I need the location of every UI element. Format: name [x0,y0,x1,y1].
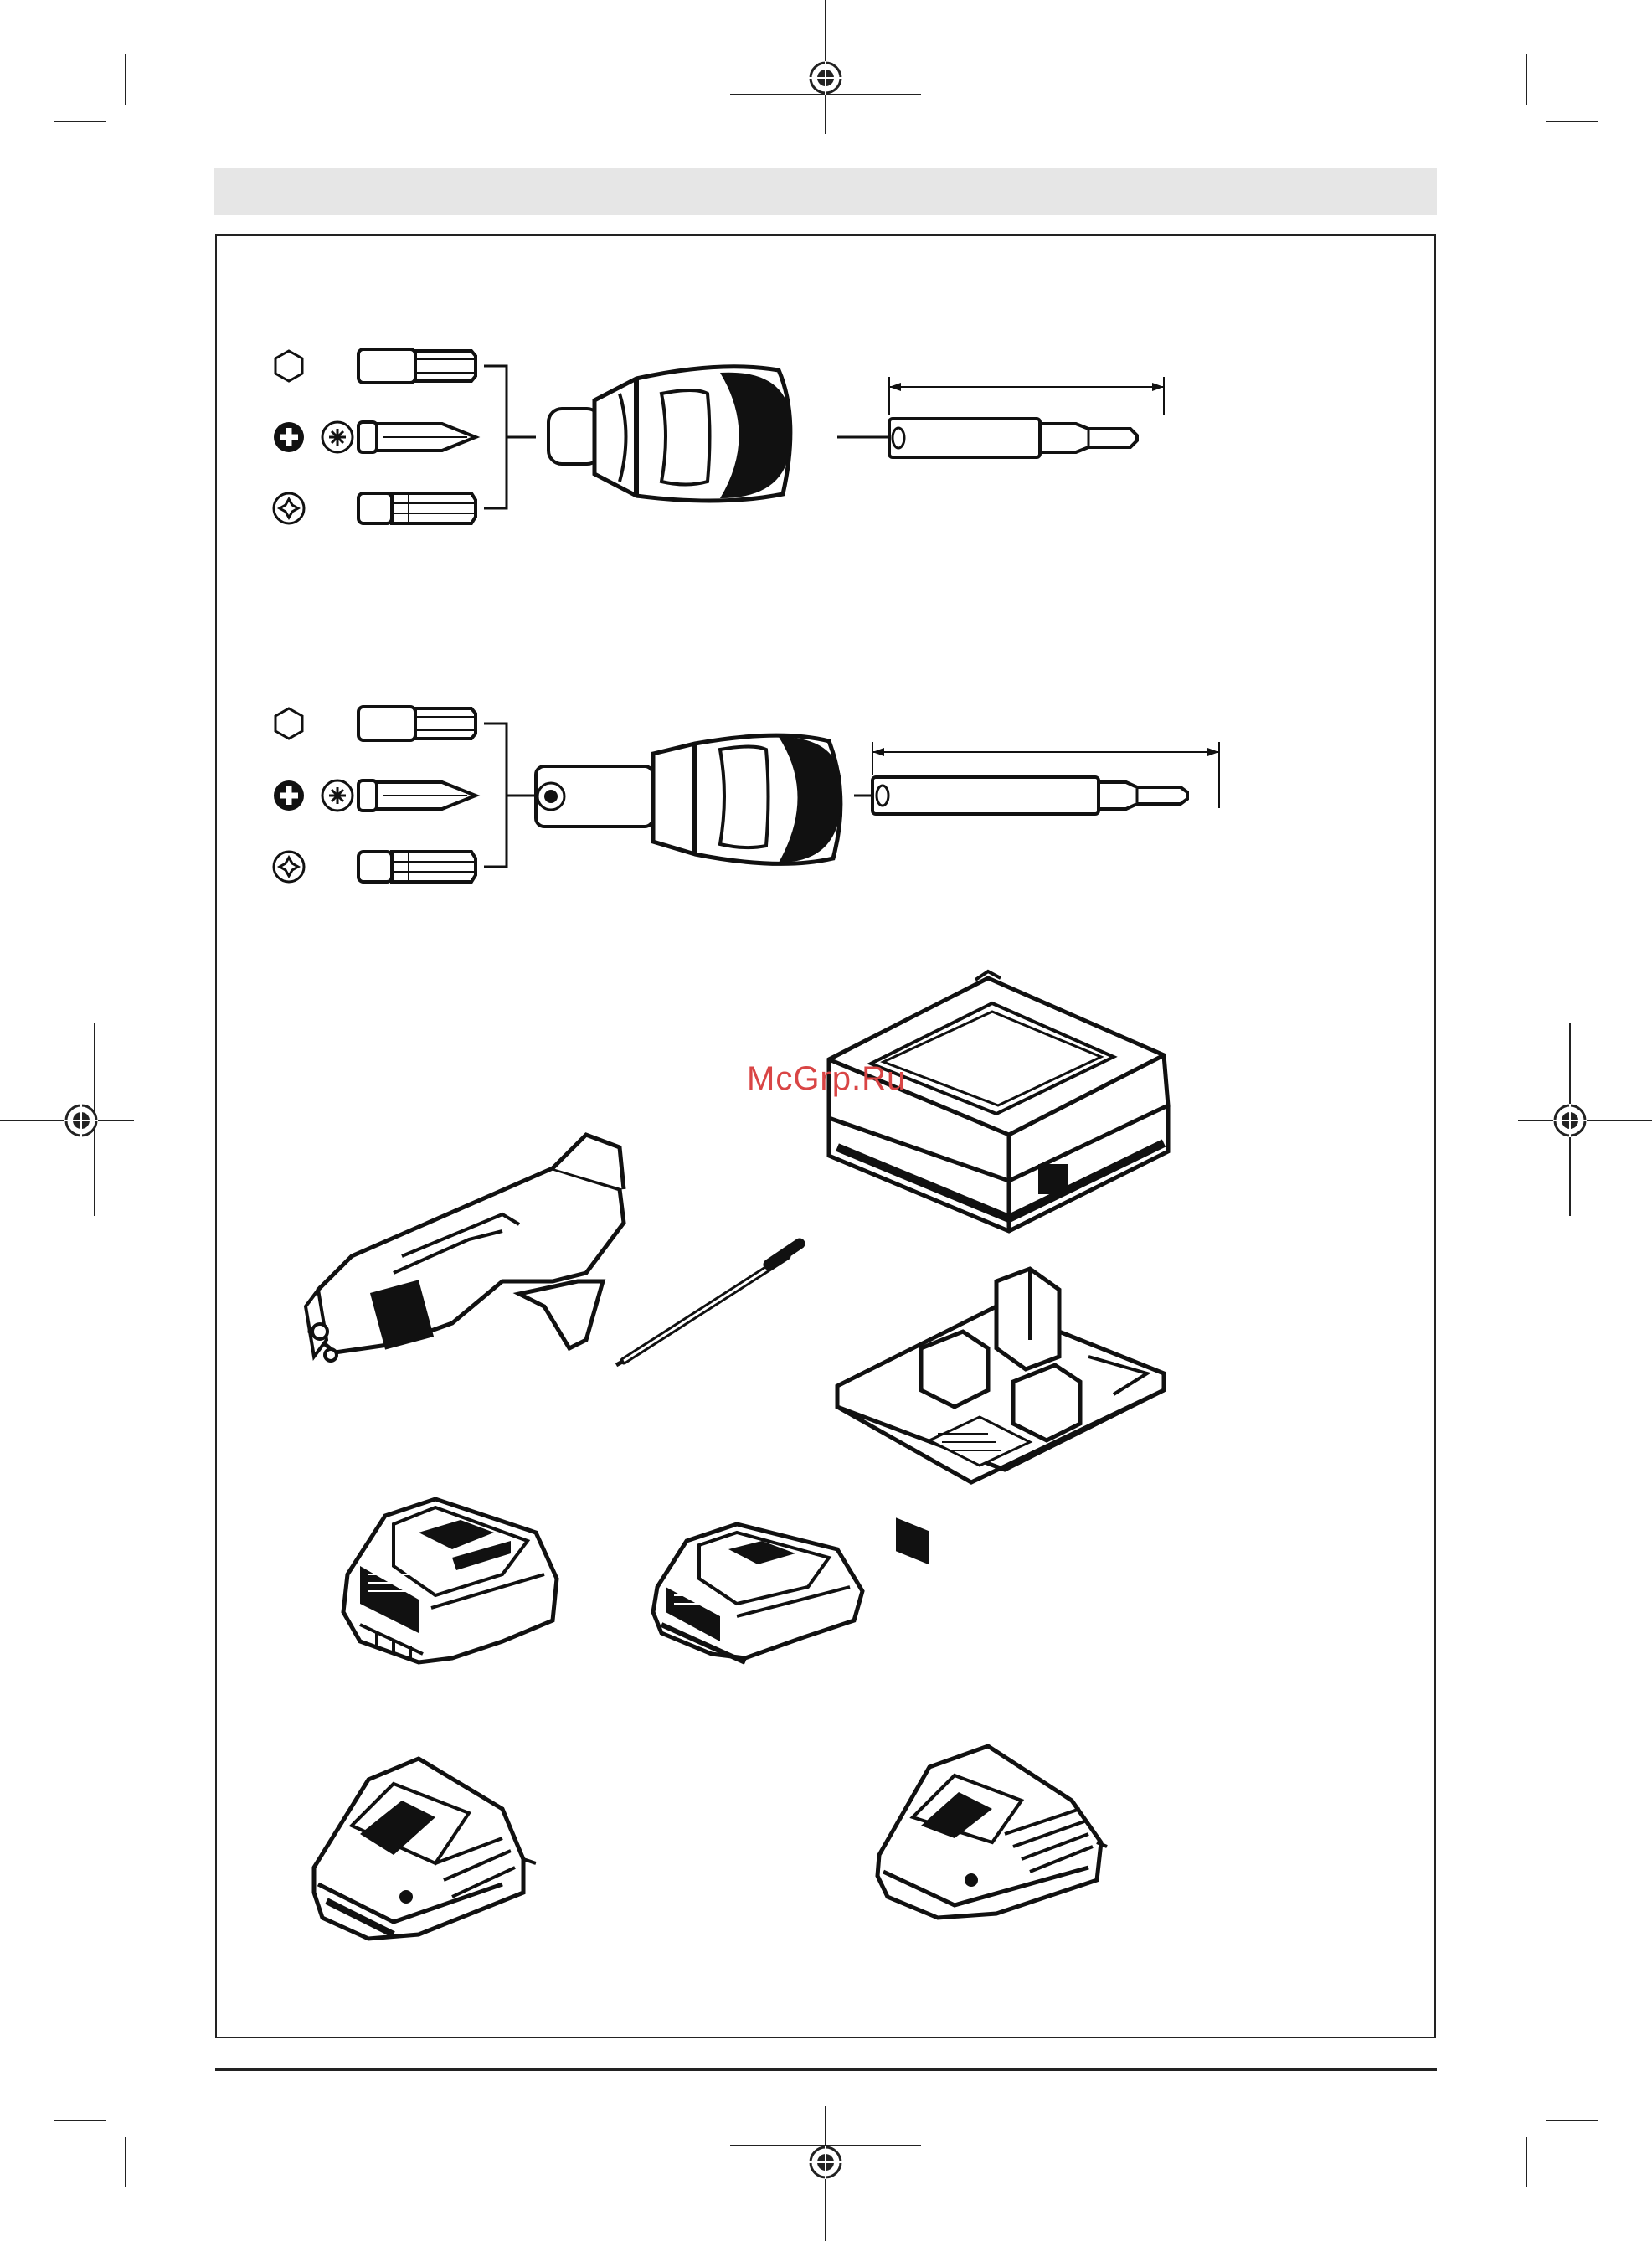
long-screwdriver-bit [616,1244,800,1365]
screwdriver-bit [358,493,476,523]
screwdriver-bit [358,780,476,811]
charger-large [314,1759,536,1939]
depth-stop-attachment [548,367,791,501]
screw-magazine-attachment [306,1135,624,1361]
hex-socket-icon [275,351,302,381]
bit-set-short-holder [274,349,1164,523]
torx-icon [274,852,304,882]
watermark: McGrp.Ru [747,1060,906,1098]
screwdriver-bit [358,422,476,452]
depth-stop-attachment [536,735,841,863]
pozidriv-icon [322,780,353,811]
phillips-icon [274,422,304,452]
hex-socket-icon [275,708,302,739]
screwdriver-bit [358,852,476,882]
pozidriv-icon [322,422,353,452]
bit-holder [872,742,1219,814]
battery-pack-compact [653,1524,862,1662]
torx-icon [274,493,304,523]
battery-pack-large [343,1499,557,1662]
case-insert [837,1269,1164,1482]
bit-holder [889,377,1164,457]
screwdriver-bit [358,349,476,383]
screwdriver-bit [358,707,476,740]
charger-compact [877,1746,1107,1918]
bit-set-long-holder [274,707,1219,882]
phillips-icon [274,780,304,811]
